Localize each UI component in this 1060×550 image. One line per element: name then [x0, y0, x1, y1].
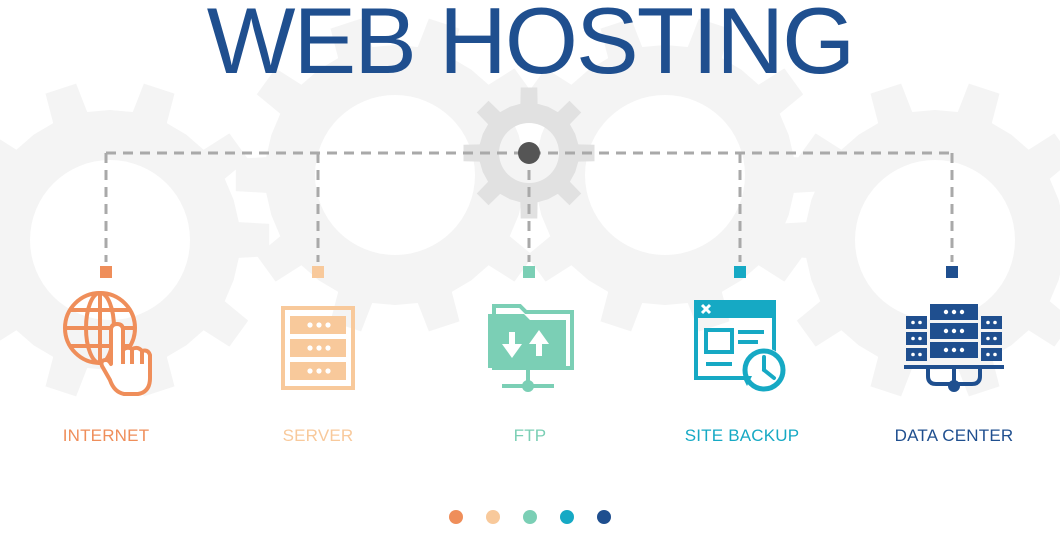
connector-node [523, 266, 535, 278]
connector-node [312, 266, 324, 278]
data-center-icon [904, 304, 1004, 392]
globe-pointer-icon [63, 291, 152, 396]
pager-dot [560, 510, 574, 524]
item-ftp: FTP [430, 280, 630, 460]
page-title: WEB HOSTING [206, 0, 855, 93]
item-label: INTERNET [62, 426, 150, 445]
item-site-backup: SITE BACKUP [642, 280, 842, 460]
hub-dot [518, 142, 540, 164]
pager-dot [597, 510, 611, 524]
connector-node [734, 266, 746, 278]
item-label: SITE BACKUP [684, 426, 800, 445]
center-gear [463, 87, 595, 219]
pager-dots [0, 510, 1060, 526]
background-gear [505, 18, 825, 332]
item-label: SERVER [282, 426, 354, 445]
item-label: FTP [513, 426, 547, 445]
item-label: DATA CENTER [894, 426, 1014, 445]
site-backup-icon [694, 300, 786, 392]
server-icon [281, 306, 355, 390]
pager-dot [486, 510, 500, 524]
pager-dot [523, 510, 537, 524]
connector-node [100, 266, 112, 278]
ftp-folder-icon [488, 304, 574, 392]
pager-dot [449, 510, 463, 524]
item-server: SERVER [218, 280, 418, 460]
background-gear [235, 18, 555, 332]
connector-node [946, 266, 958, 278]
item-internet: INTERNET [6, 280, 206, 460]
item-data-center: DATA CENTER [854, 280, 1054, 460]
